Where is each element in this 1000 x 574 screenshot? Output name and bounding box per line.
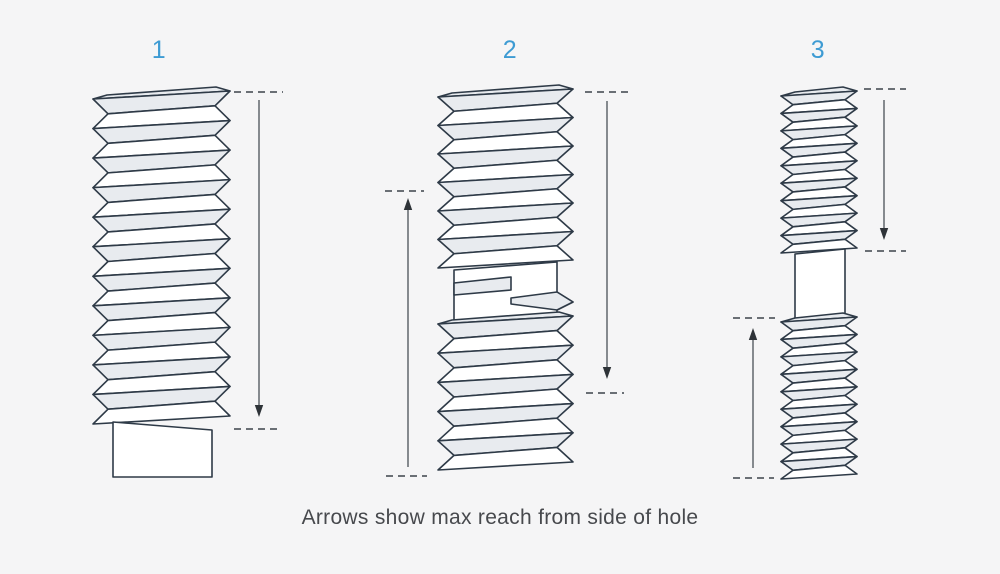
max-reach-from-top	[234, 91, 283, 430]
thread-runout-wedge	[510, 291, 574, 311]
figure-3	[733, 86, 906, 480]
screw-1-measurements	[234, 91, 283, 430]
figure-3-label: 3	[810, 36, 826, 64]
max-reach-from-bottom	[733, 317, 775, 479]
screw-2-measurements	[385, 91, 628, 477]
figure-1	[92, 86, 283, 478]
thread-runout-wedge	[453, 276, 512, 296]
screw-2-illustration	[437, 84, 574, 471]
plain-shank-section	[112, 421, 213, 478]
arrowhead-up-icon	[403, 198, 413, 210]
max-reach-from-top	[864, 88, 906, 252]
arrowhead-down-icon	[879, 228, 889, 240]
thread-flank-light	[780, 238, 858, 254]
caption: Arrows show max reach from side of hole	[301, 506, 699, 529]
screw-3-measurements	[733, 88, 906, 479]
figure-1-label: 1	[151, 36, 167, 64]
thread-flank-light	[780, 464, 858, 480]
arrowhead-up-icon	[748, 328, 758, 340]
arrowhead-down-icon	[602, 367, 612, 379]
screw-1-illustration	[92, 86, 231, 478]
max-reach-from-top	[585, 91, 628, 394]
thread-flank-light	[437, 244, 574, 269]
arrowhead-down-icon	[254, 405, 264, 417]
screw-3-illustration	[780, 86, 858, 480]
figure-2	[385, 84, 628, 477]
thread-flank-light	[92, 400, 231, 425]
plain-shank-section	[794, 248, 846, 321]
max-reach-from-bottom	[385, 190, 427, 477]
figure-2-label: 2	[502, 36, 518, 64]
thread-flank-light	[437, 446, 574, 471]
